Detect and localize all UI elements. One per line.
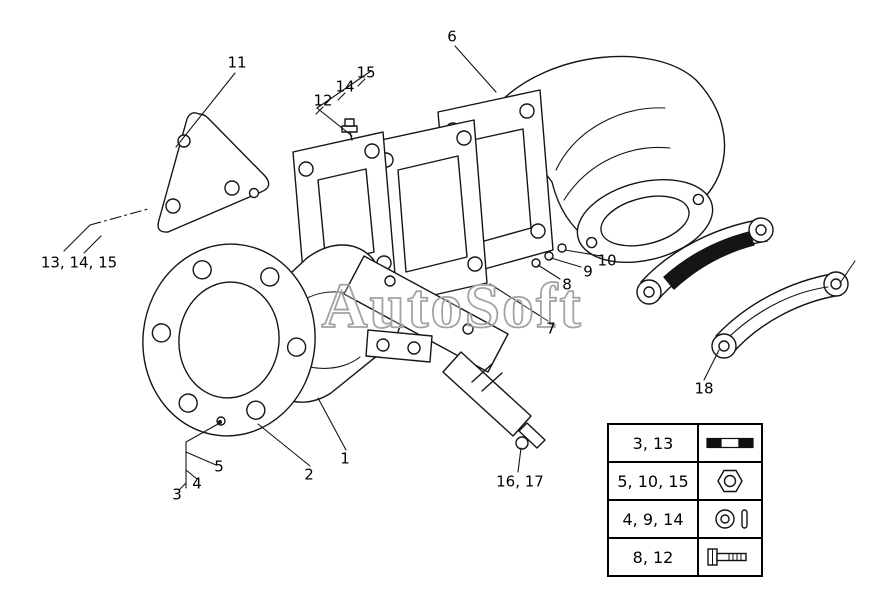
legend-icon-cell [697,499,763,539]
washer-and-pin-icon [715,509,748,529]
part-gasket [371,119,488,307]
hardware-legend-table: 3, 13 5, 10, 15 [607,423,763,577]
legend-icon-cell [697,423,763,463]
callout-8: 8 [562,275,572,294]
part-actuator-cylinder [442,351,546,450]
callout-1: 1 [340,449,350,468]
legend-row: 4, 9, 14 [607,499,763,539]
callout-11: 11 [227,53,247,72]
hex-nut-icon [717,469,743,493]
callout-15: 15 [356,63,376,82]
leader-lines [63,45,856,491]
callout-18: 18 [694,379,714,398]
hex-bolt-icon [707,548,747,566]
callout-5: 5 [214,457,224,476]
part-bracket [157,112,270,233]
callout-6: 6 [447,27,457,46]
callout-10: 10 [597,251,617,270]
legend-label: 4, 9, 14 [607,499,699,539]
part-round-flange [142,243,316,437]
callout-9: 9 [583,262,593,281]
part-clamp-upper [636,217,774,305]
lock-plate-icon [706,437,754,449]
callout-14: 14 [335,77,355,96]
callout-3: 3 [172,485,182,504]
callout-12: 12 [313,91,333,110]
legend-icon-cell [697,461,763,501]
callout-7: 7 [546,319,556,338]
legend-row: 3, 13 [607,423,763,463]
legend-label: 8, 12 [607,537,699,577]
callout-16-17: 16, 17 [496,472,544,491]
part-lever-linkage [343,255,509,373]
part-clamp-lower [711,271,849,359]
legend-label: 3, 13 [607,423,699,463]
callout-2: 2 [304,465,314,484]
legend-icon-cell [697,537,763,577]
part-elbow-pipe [497,55,726,264]
legend-label: 5, 10, 15 [607,461,699,501]
legend-row: 8, 12 [607,537,763,577]
callout-4: 4 [192,474,202,493]
legend-row: 5, 10, 15 [607,461,763,501]
callout-13-14-15: 13, 14, 15 [40,253,118,272]
